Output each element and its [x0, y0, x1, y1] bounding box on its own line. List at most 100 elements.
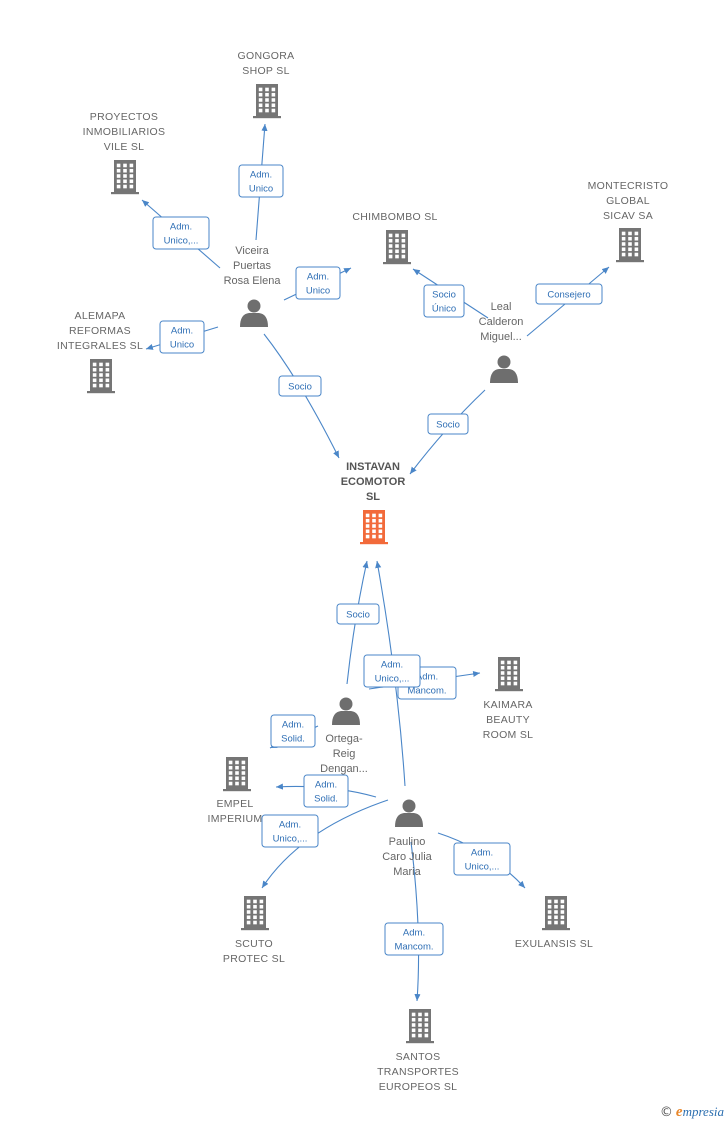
building-icon — [111, 160, 139, 195]
edge-label-paulino-santos[interactable]: Adm. Mancom. — [384, 922, 444, 956]
edge-label-text: Adm. — [381, 660, 403, 671]
edge-label-text: Unico — [306, 286, 330, 297]
edge-label-box — [278, 375, 322, 397]
edge-label-text: Socio — [436, 420, 460, 431]
edge-label-box — [303, 774, 349, 808]
node-label: REFORMAS — [69, 325, 131, 337]
node-exulansis[interactable]: EXULANSIS SL — [515, 896, 593, 950]
building-icon — [253, 84, 281, 119]
edge-label-box — [423, 284, 465, 318]
edge-label-ortega-empel[interactable]: Adm. Solid. — [270, 714, 316, 748]
edge-label-box — [152, 216, 210, 250]
node-montecristo[interactable]: MONTECRISTO GLOBAL SICAV SA — [588, 180, 669, 263]
edge-label-viceira-chimbombo[interactable]: Adm. Unico — [295, 266, 341, 300]
node-label: Leal — [491, 301, 512, 313]
edge-label-viceira-alemapa[interactable]: Adm. Unico — [159, 320, 205, 354]
edge-label-leal-instavan[interactable]: Socio — [427, 413, 469, 435]
edge-label-paulino-exulansis[interactable]: Adm. Unico,... — [453, 842, 511, 876]
edge-label-ortega-instavan[interactable]: Socio — [336, 603, 380, 625]
copyright-symbol: © — [659, 1105, 673, 1120]
node-label: CHIMBOMBO SL — [352, 211, 437, 223]
edge-label-text: Socio — [288, 382, 312, 393]
edge-label-text: Unico,... — [164, 236, 199, 247]
node-label: Reig — [333, 748, 356, 760]
edge-label-text: Adm. — [279, 820, 301, 831]
edge-label-box — [535, 283, 603, 305]
edge-label-text: Adm. — [416, 672, 438, 683]
node-label: GLOBAL — [606, 195, 650, 207]
edge-label-text: Socio — [346, 610, 370, 621]
edge-label-text: Unico,... — [273, 834, 308, 845]
edge-label-text: Solid. — [281, 734, 305, 745]
edge-label-box — [261, 814, 319, 848]
building-icon — [406, 1009, 434, 1044]
edge-label-text: Mancom. — [394, 942, 433, 953]
edge-label-text: Adm. — [471, 848, 493, 859]
edge-label-paulino-scuto[interactable]: Adm. Unico,... — [261, 814, 319, 848]
node-label: VILE SL — [104, 141, 145, 153]
node-label: MONTECRISTO — [588, 180, 669, 192]
node-chimbombo[interactable]: CHIMBOMBO SL — [352, 211, 437, 265]
building-icon — [360, 510, 388, 545]
edge-label-box — [336, 603, 380, 625]
person-icon — [490, 355, 518, 383]
node-label: Viceira — [235, 245, 269, 257]
person-icon — [332, 697, 360, 725]
node-santos[interactable]: SANTOS TRANSPORTES EUROPEOS SL — [377, 1009, 459, 1093]
node-ortega[interactable]: Ortega-ReigDengan... — [320, 697, 368, 776]
edge-label-box — [427, 413, 469, 435]
edge-label-text: Adm. — [403, 928, 425, 939]
node-leal[interactable]: LealCalderonMiguel... — [479, 301, 524, 383]
node-label: SL — [366, 491, 380, 503]
edge-label-box — [363, 654, 421, 688]
edge-label-text: Unico — [249, 184, 273, 195]
edge-label-text: Único — [432, 304, 456, 315]
edge-label-text: Adm. — [282, 720, 304, 731]
edge-label-box — [270, 714, 316, 748]
edge-label-text: Socio — [432, 290, 456, 301]
node-label: PROTEC SL — [223, 953, 285, 965]
empresia-brand[interactable]: ©empresia — [660, 1104, 724, 1121]
edge-label-paulino-instavan[interactable]: Adm.Unico,... — [363, 654, 421, 688]
edge-label-paulino-empel[interactable]: Adm.Solid. — [303, 774, 349, 808]
building-icon — [542, 896, 570, 931]
person-icon — [240, 299, 268, 327]
edge-label-text: Adm. — [307, 272, 329, 283]
node-label: SICAV SA — [603, 210, 653, 222]
node-label: EMPEL — [216, 798, 253, 810]
edge-label-viceira-instavan[interactable]: Socio — [278, 375, 322, 397]
edges-layer: Adm.UnicoAdm.Unico,...Adm.UnicoAdm.Unico… — [141, 123, 610, 1002]
edge-label-text: Consejero — [547, 290, 590, 301]
node-label: EXULANSIS SL — [515, 938, 593, 950]
brand-name: mpresia — [682, 1104, 724, 1119]
edge-label-box — [238, 164, 284, 198]
edge-label-text: Adm. — [171, 326, 193, 337]
edge-label-text: Unico — [170, 340, 194, 351]
node-label: KAIMARA — [483, 699, 532, 711]
node-label: Rosa Elena — [224, 275, 282, 287]
building-icon — [383, 230, 411, 265]
node-label: PROYECTOS — [90, 111, 158, 123]
edge-label-box — [159, 320, 205, 354]
edge-label-box — [295, 266, 341, 300]
edge-label-text: Unico,... — [465, 862, 500, 873]
node-label: EUROPEOS SL — [379, 1081, 458, 1093]
edge-label-viceira-gongora[interactable]: Adm.Unico — [238, 164, 284, 198]
node-label: Calderon — [479, 316, 524, 328]
edge-label-text: Adm. — [170, 222, 192, 233]
edge-label-leal-montecristo[interactable]: Consejero — [535, 283, 603, 305]
edge-label-viceira-proyectos[interactable]: Adm. Unico,... — [152, 216, 210, 250]
node-label: BEAUTY — [486, 714, 530, 726]
node-label: SANTOS — [396, 1051, 441, 1063]
node-label: TRANSPORTES — [377, 1066, 459, 1078]
